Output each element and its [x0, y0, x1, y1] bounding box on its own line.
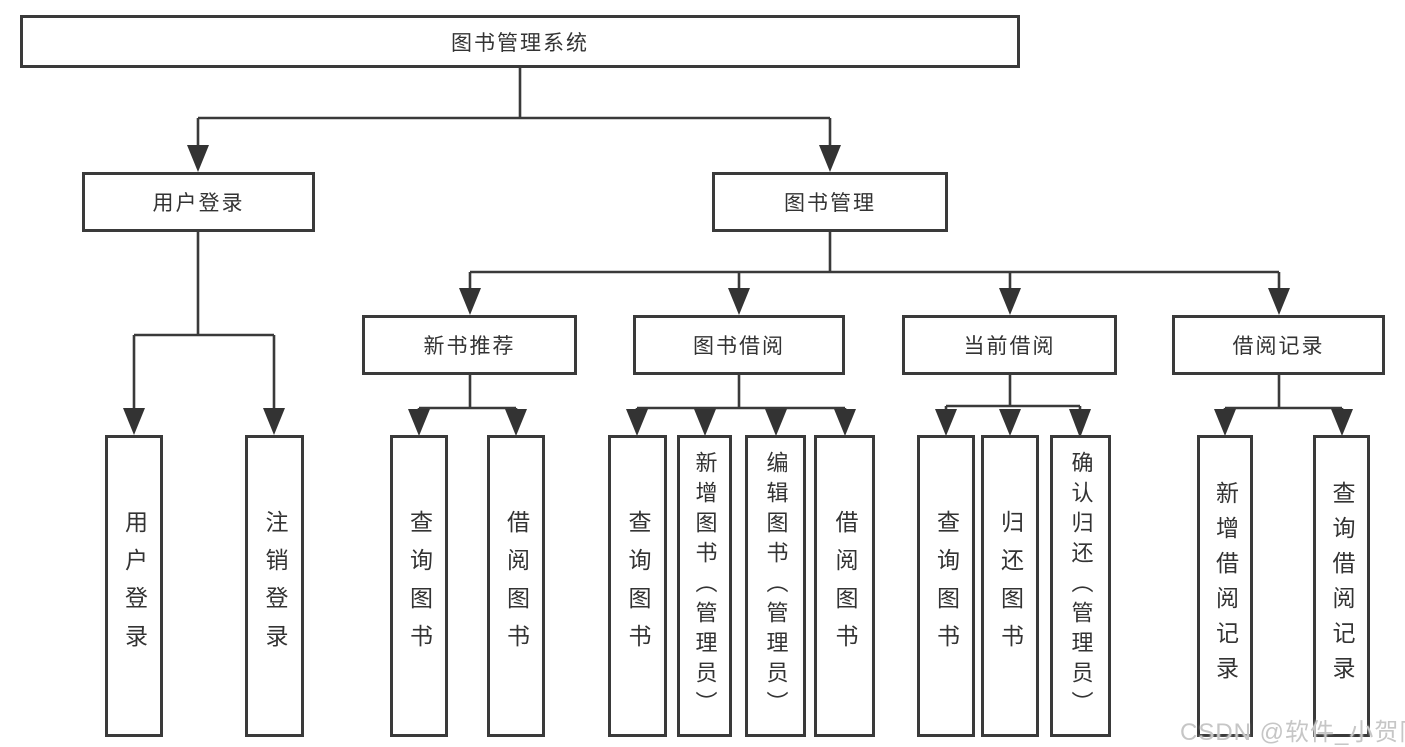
leaf-logout: 注销登录: [245, 435, 304, 737]
node-label: 当前借阅: [963, 335, 1056, 358]
leaf-query-books-borrow: 查询图书: [608, 435, 667, 737]
leaf-label: 借阅图书: [503, 510, 530, 662]
node-book-management-system: 图书管理系统: [20, 15, 1020, 68]
leaf-return-books: 归还图书: [981, 435, 1039, 737]
leaf-query-borrow-record: 查询借阅记录: [1313, 435, 1370, 737]
leaf-label: 归还图书: [997, 510, 1024, 662]
node-label: 用户登录: [152, 192, 245, 215]
node-label: 图书借阅: [693, 335, 785, 358]
leaf-label: 查询图书: [933, 510, 960, 662]
leaf-label: 查询图书: [406, 510, 433, 662]
csdn-watermark: CSDN @软件_小贺同学: [1180, 719, 1405, 746]
leaf-label: 编辑图书（管理员）: [763, 451, 789, 721]
leaf-user-login: 用户登录: [105, 435, 163, 737]
leaf-edit-books-admin: 编辑图书（管理员）: [745, 435, 806, 737]
node-label: 借阅记录: [1232, 335, 1325, 358]
node-label: 新书推荐: [423, 335, 516, 358]
node-current-borrow: 当前借阅: [902, 315, 1117, 375]
leaf-confirm-return-admin: 确认归还（管理员）: [1050, 435, 1111, 737]
leaf-label: 注销登录: [262, 510, 288, 662]
leaf-add-books-admin: 新增图书（管理员）: [677, 435, 732, 737]
leaf-add-borrow-record: 新增借阅记录: [1197, 435, 1253, 737]
leaf-query-books-recommend: 查询图书: [390, 435, 448, 737]
node-new-book-recommend: 新书推荐: [362, 315, 577, 375]
node-borrow-records: 借阅记录: [1172, 315, 1385, 375]
connector-edges: [132, 68, 1344, 412]
leaf-borrow-books: 借阅图书: [814, 435, 875, 737]
leaf-label: 新增图书（管理员）: [692, 451, 718, 721]
leaf-query-books-current: 查询图书: [917, 435, 975, 737]
leaf-label: 借阅图书: [832, 510, 858, 662]
node-book-borrow: 图书借阅: [633, 315, 845, 375]
leaf-borrow-books-recommend: 借阅图书: [487, 435, 545, 737]
node-book-management: 图书管理: [712, 172, 948, 232]
node-label: 图书管理: [784, 192, 876, 215]
node-user-login: 用户登录: [82, 172, 315, 232]
leaf-label: 用户登录: [121, 510, 148, 662]
arrowheads: [123, 145, 1353, 438]
leaf-label: 查询图书: [625, 510, 651, 662]
leaf-label: 确认归还（管理员）: [1068, 451, 1094, 721]
leaf-label: 新增借阅记录: [1212, 481, 1239, 691]
leaf-label: 查询借阅记录: [1329, 481, 1355, 691]
node-label: 图书管理系统: [451, 31, 589, 55]
